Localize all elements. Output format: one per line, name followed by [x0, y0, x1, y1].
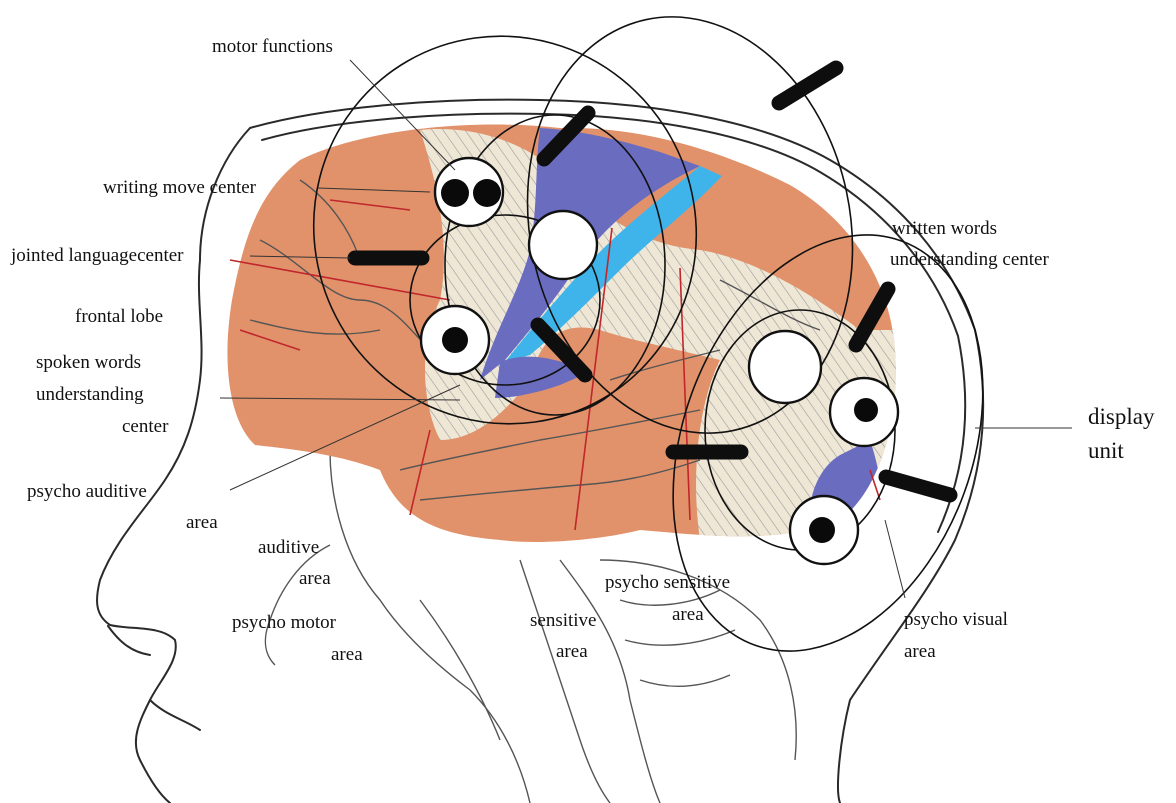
label-auditive-1: auditive — [258, 537, 319, 558]
label-motor-functions: motor functions — [212, 36, 333, 57]
label-psycho-auditive-1: psycho auditive — [27, 481, 147, 502]
label-frontal-lobe: frontal lobe — [75, 306, 163, 327]
label-psycho-motor-2: area — [331, 644, 363, 665]
label-psycho-visual-2: area — [904, 641, 936, 662]
label-auditive-2: area — [299, 568, 331, 589]
label-display-unit-1: display — [1088, 404, 1155, 429]
label-display-unit-2: unit — [1088, 438, 1124, 463]
label-sensitive-1: sensitive — [530, 610, 597, 631]
label-psycho-auditive-2: area — [186, 512, 218, 533]
label-written-words-2: understanding center — [890, 249, 1049, 270]
label-written-words-1: written words — [892, 218, 997, 239]
label-writing-move-center: writing move center — [103, 177, 257, 198]
label-jointed-language-center: jointed languagecenter — [10, 245, 184, 266]
written-words-disk — [749, 331, 821, 403]
motor-disk — [529, 211, 597, 279]
label-psycho-sensitive-1: psycho sensitive — [605, 572, 730, 593]
label-spoken-words-3: center — [122, 416, 169, 437]
label-sensitive-2: area — [556, 641, 588, 662]
label-psycho-visual-1: psycho visual — [904, 609, 1008, 630]
label-spoken-words-2: understanding — [36, 384, 144, 405]
label-spoken-words-1: spoken words — [36, 352, 141, 373]
label-psycho-motor-1: psycho motor — [232, 612, 337, 633]
label-psycho-sensitive-2: area — [672, 604, 704, 625]
